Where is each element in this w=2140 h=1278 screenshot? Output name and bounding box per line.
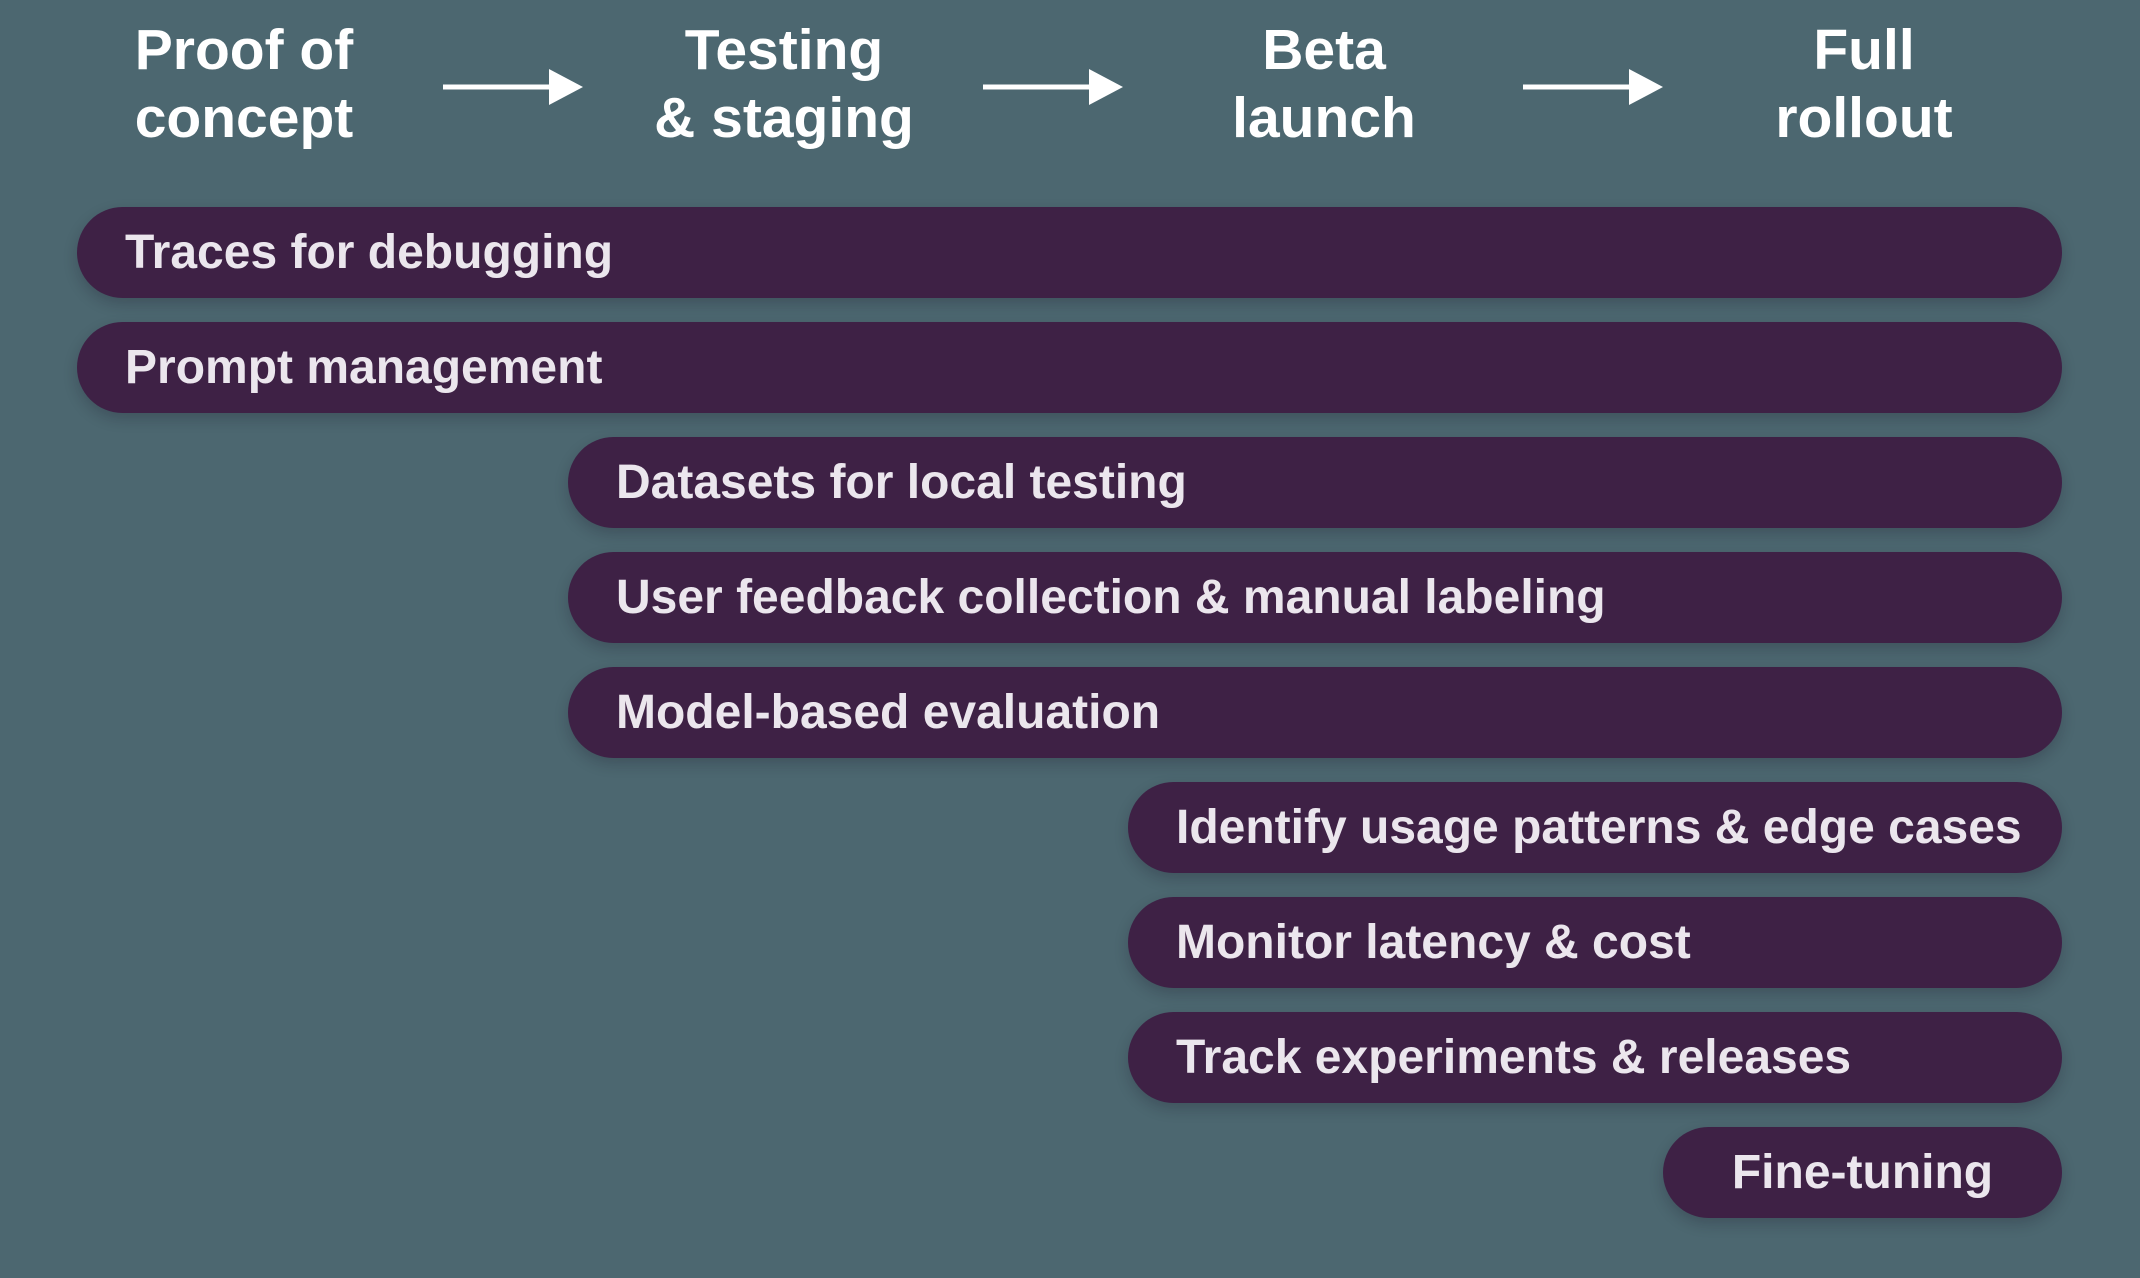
- stage-label-line: Testing: [684, 18, 884, 82]
- bar-monitor-latency-cost: Monitor latency & cost: [1128, 897, 2062, 988]
- stage-label-line: Proof of: [134, 18, 354, 82]
- stage-label-line: Beta: [1262, 18, 1386, 82]
- bar-label: Prompt management: [125, 341, 603, 394]
- bar-fine-tuning: Fine-tuning: [1663, 1127, 2062, 1218]
- bar-identify-usage-patterns: Identify usage patterns & edge cases: [1128, 782, 2062, 873]
- stage-header-testing-staging: Testing & staging: [524, 16, 1044, 152]
- bar-user-feedback-collection: User feedback collection & manual labeli…: [568, 552, 2062, 643]
- right-arrow-icon: [443, 69, 583, 105]
- stage-header-full-rollout: Full rollout: [1604, 16, 2124, 152]
- bar-label: Monitor latency & cost: [1176, 916, 1691, 969]
- stage-label-line: & staging: [654, 86, 914, 150]
- stage-label-line: concept: [134, 86, 354, 150]
- stage-header-beta-launch: Beta launch: [1064, 16, 1584, 152]
- bar-label: User feedback collection & manual labeli…: [616, 571, 1606, 624]
- bar-label: Traces for debugging: [125, 226, 614, 279]
- bar-traces-for-debugging: Traces for debugging: [77, 207, 2062, 298]
- stage-label-line: Full: [1813, 18, 1915, 82]
- stage-label-line: launch: [1232, 86, 1416, 150]
- right-arrow-icon: [983, 69, 1123, 105]
- stage-label-line: rollout: [1775, 86, 1953, 150]
- bar-label: Track experiments & releases: [1176, 1031, 1852, 1084]
- stage-header-proof-of-concept: Proof of concept: [0, 16, 504, 152]
- bar-datasets-for-local-testing: Datasets for local testing: [568, 437, 2062, 528]
- right-arrow-icon: [1523, 69, 1663, 105]
- bar-label: Model-based evaluation: [616, 686, 1161, 739]
- bar-prompt-management: Prompt management: [77, 322, 2062, 413]
- bar-track-experiments-releases: Track experiments & releases: [1128, 1012, 2062, 1103]
- bar-model-based-evaluation: Model-based evaluation: [568, 667, 2062, 758]
- bar-label: Identify usage patterns & edge cases: [1176, 801, 2022, 854]
- bar-label: Fine-tuning: [1731, 1146, 1994, 1199]
- bar-label: Datasets for local testing: [616, 456, 1187, 509]
